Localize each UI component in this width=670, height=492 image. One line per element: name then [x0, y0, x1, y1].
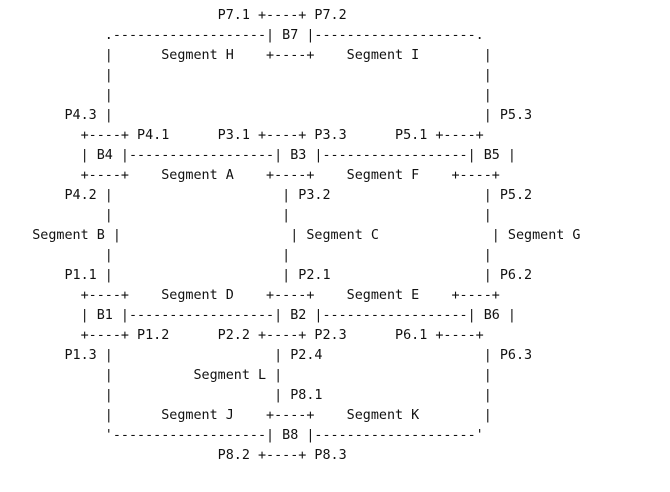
diagram-line: | Segment L | |	[0, 368, 492, 383]
diagram-line: P4.3 | | P5.3	[0, 108, 533, 123]
diagram-line: P4.2 | | P3.2 | P5.2	[0, 188, 533, 203]
diagram-line: | Segment H +----+ Segment I |	[0, 48, 492, 63]
diagram-line: | | P8.1 |	[0, 388, 492, 403]
diagram-line: +----+ P4.1 P3.1 +----+ P3.3 P5.1 +----+	[0, 128, 484, 143]
diagram-line: P8.2 +----+ P8.3	[0, 448, 347, 463]
diagram-line: | | |	[0, 248, 492, 263]
diagram-line: | |	[0, 68, 492, 83]
diagram-line: P1.1 | | P2.1 | P6.2	[0, 268, 533, 283]
diagram-line: +----+ P1.2 P2.2 +----+ P2.3 P6.1 +----+	[0, 328, 484, 343]
diagram-line: | | |	[0, 208, 492, 223]
diagram-line: +----+ Segment D +----+ Segment E +----+	[0, 288, 500, 303]
diagram-line: .-------------------| B7 |--------------…	[0, 28, 484, 43]
diagram-line: '-------------------| B8 |--------------…	[0, 428, 484, 443]
diagram-line: +----+ Segment A +----+ Segment F +----+	[0, 168, 500, 183]
diagram-line: | B4 |------------------| B3 |----------…	[0, 148, 516, 163]
diagram-line: P1.3 | | P2.4 | P6.3	[0, 348, 533, 363]
diagram-line: | Segment J +----+ Segment K |	[0, 408, 492, 423]
diagram-line: Segment B | | Segment C | Segment G	[0, 228, 581, 243]
diagram-line: | B1 |------------------| B2 |----------…	[0, 308, 516, 323]
diagram-line: | |	[0, 88, 492, 103]
diagram-line: P7.1 +----+ P7.2	[0, 8, 347, 23]
